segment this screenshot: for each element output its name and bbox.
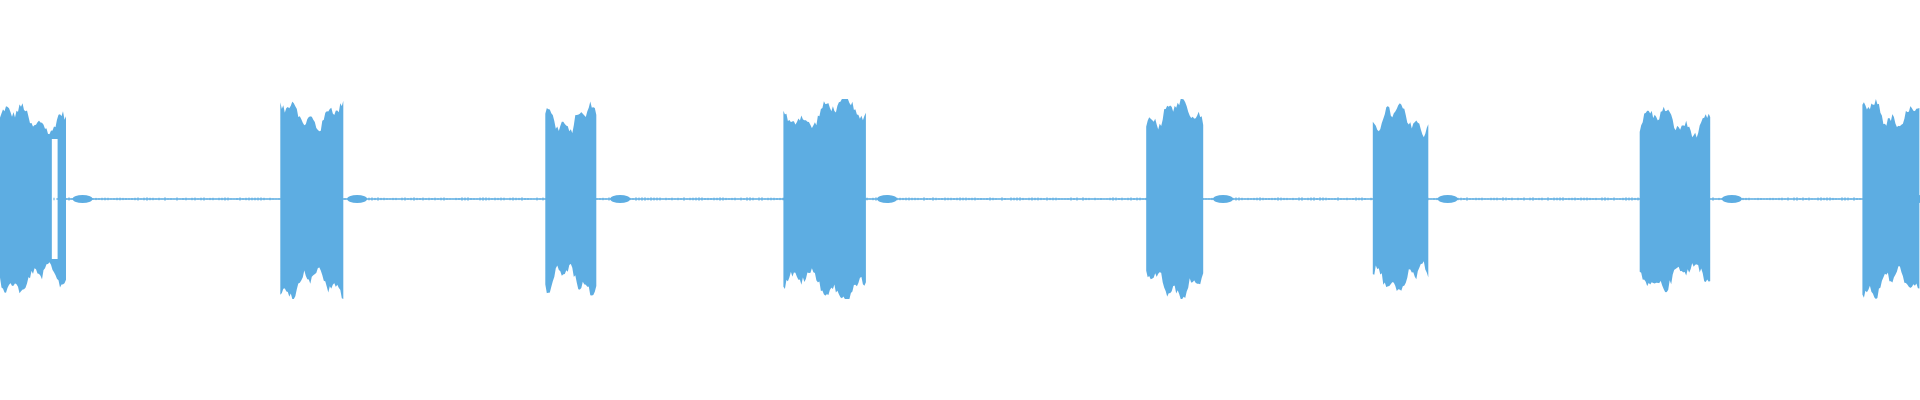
waveform-tail: [610, 195, 631, 203]
waveform-burst: [1862, 99, 1920, 299]
waveform-tail: [1437, 195, 1458, 203]
waveform-burst: [1146, 99, 1204, 299]
waveform-tail: [877, 195, 898, 203]
waveform-burst: [1372, 103, 1429, 291]
waveform-gap: [51, 139, 58, 259]
waveform-burst: [545, 101, 597, 296]
waveform-tail: [1213, 195, 1234, 203]
waveform-burst: [1639, 106, 1711, 293]
waveform-tail: [72, 195, 93, 203]
waveform-tail: [1721, 195, 1742, 203]
